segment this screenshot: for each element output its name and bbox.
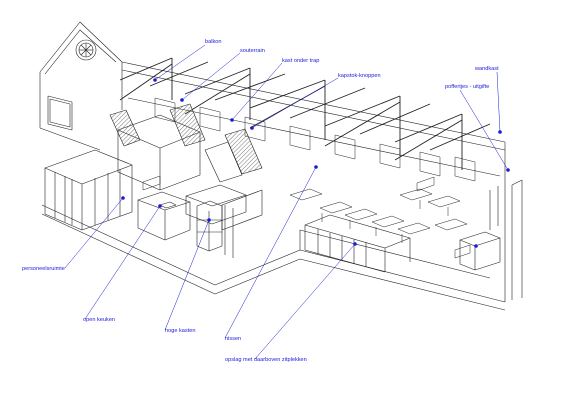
label-hoge-kasten: hoge kasten [165,328,196,334]
label-open-keuken: open keuken [83,317,116,323]
label-kast-onder-trap: kast onder trap [282,58,320,64]
signboards [142,175,471,259]
personnel-room [44,149,133,231]
label-kapstok-knoppen: kapstok-knoppen [338,73,381,79]
label-wandkast: wandkast [475,66,499,72]
staircase-block [109,103,263,191]
round-window-icon [75,39,97,61]
storage-platform [304,214,411,273]
label-nissen: nissen [225,336,242,342]
label-opslag: opslag met daarboven zitplekken [225,357,307,363]
label-souterrain: souterrain [240,48,265,54]
leader-lines [64,44,509,360]
roof-trusses [119,57,491,170]
poffertjes-counter [459,186,501,271]
front-floor-edge [41,179,523,311]
gable-facade [39,21,123,151]
anchor-dots [121,78,510,248]
label-personeelsruimte: personeelsruimte [22,266,65,272]
label-poffertjes-uitgifte: poffertjes - uitgifte [445,84,490,90]
dining-tables [289,188,468,243]
open-kitchen [137,184,247,241]
label-balkon: balkon [205,39,222,45]
